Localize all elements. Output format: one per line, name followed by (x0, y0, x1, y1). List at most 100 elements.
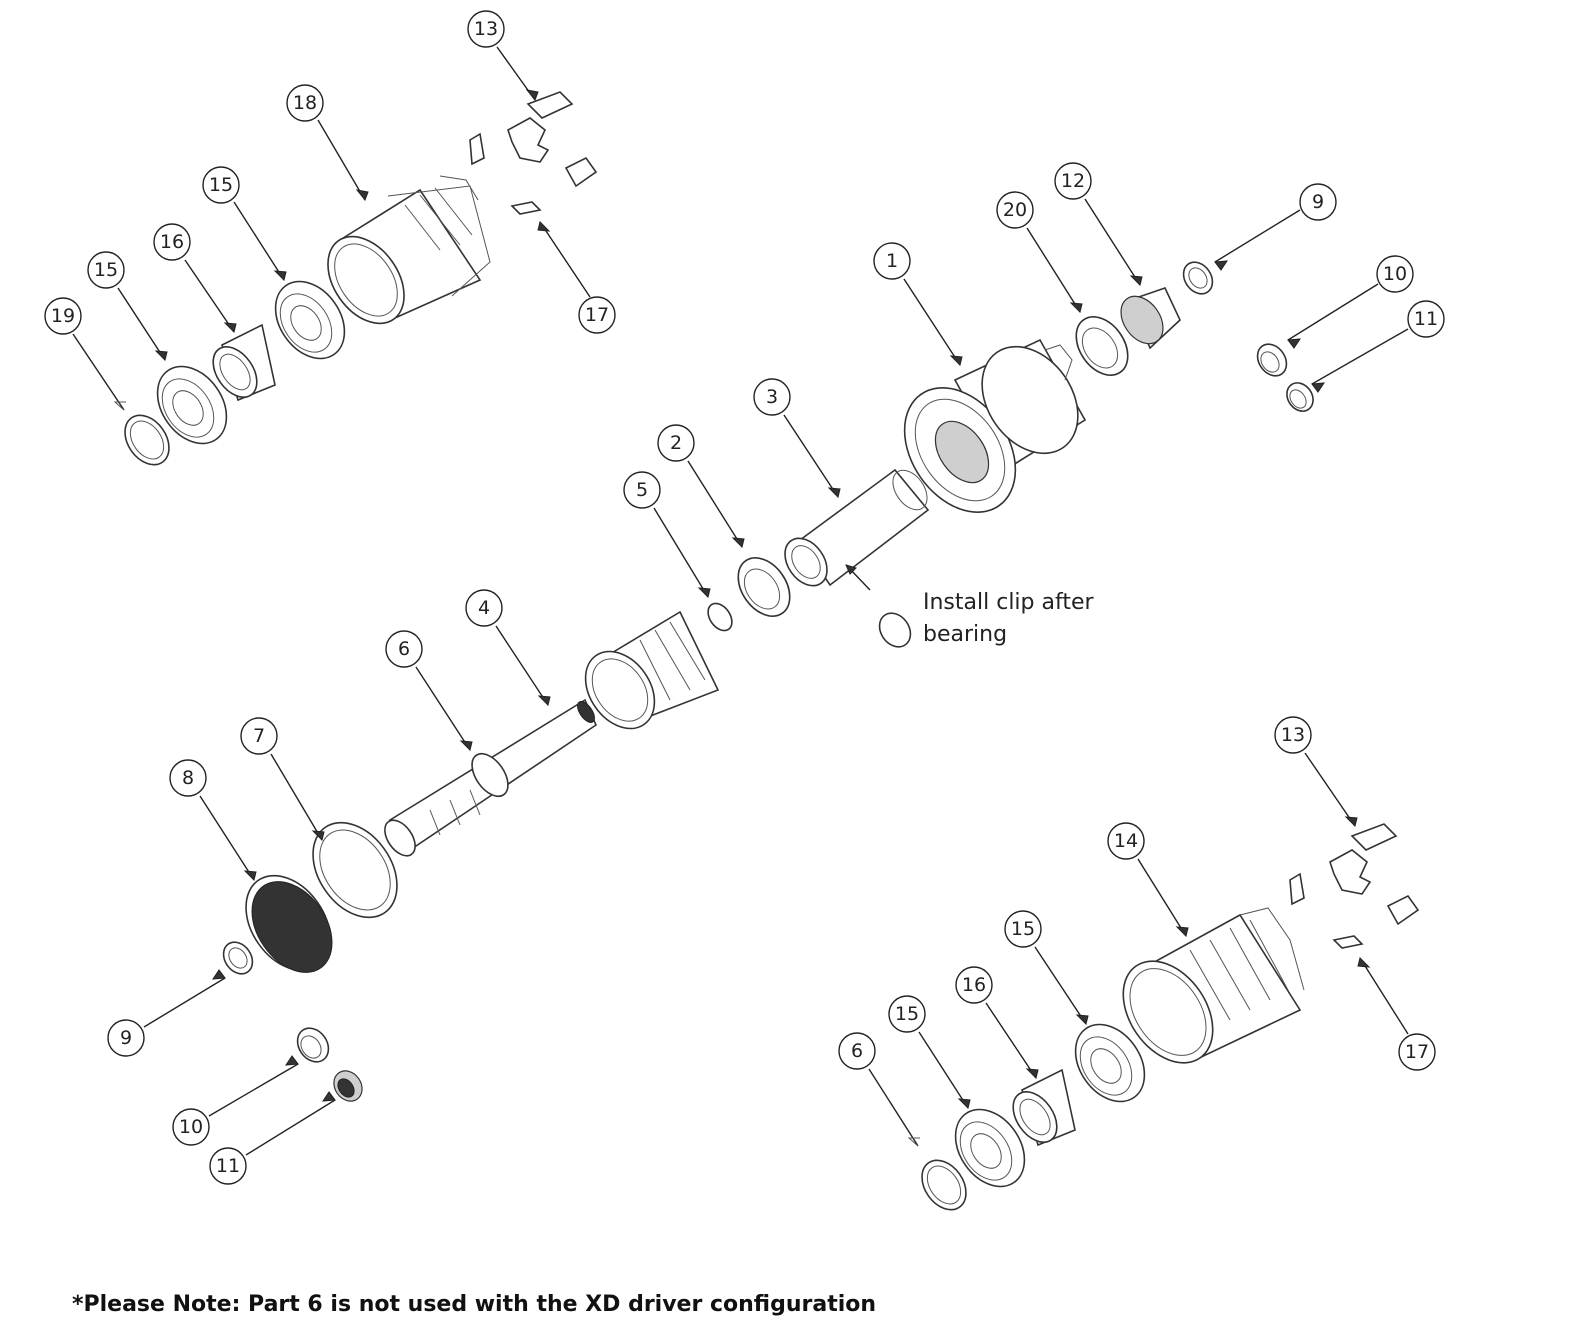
callout-circle (465, 589, 503, 627)
callout-20: 20 (996, 191, 1034, 229)
part-15-bearing (156, 365, 228, 445)
callout-number: 7 (253, 725, 265, 747)
callout-6: 6 (385, 630, 423, 668)
callout-number: 10 (179, 1116, 203, 1138)
callout-number: 9 (1312, 191, 1324, 213)
part-16-spacer (212, 323, 276, 402)
callout-13: 13 (1274, 716, 1312, 754)
callout-circle (385, 630, 423, 668)
part-12-end-cap (1120, 287, 1181, 350)
part-11-adapter-right (1286, 382, 1314, 412)
part-11-adapter-left (333, 1070, 363, 1102)
callout-circle (955, 966, 993, 1004)
leader-lines (72, 46, 1409, 1156)
callout-15: 15 (1004, 910, 1042, 948)
callout-15: 15 (202, 166, 240, 204)
callout-number: 15 (895, 1003, 919, 1025)
part-1-hub-shell (903, 338, 1087, 513)
part-5-ring (707, 602, 733, 632)
callout-8: 8 (169, 759, 207, 797)
callout-circle (240, 717, 278, 755)
callout-number: 17 (1405, 1041, 1429, 1063)
callout-circle (202, 166, 240, 204)
callout-circle (996, 191, 1034, 229)
callout-9: 9 (107, 1019, 145, 1057)
callout-circle (888, 995, 926, 1033)
callout-circle (1107, 822, 1145, 860)
callout-number: 16 (962, 974, 986, 996)
part-6-washer (471, 752, 509, 798)
callout-number: 8 (182, 767, 194, 789)
install-clip-note-line2: bearing (923, 622, 1007, 647)
callout-11: 11 (209, 1147, 247, 1185)
callout-16: 16 (955, 966, 993, 1004)
part-20-bearing (1075, 316, 1129, 376)
callout-circle (1274, 716, 1312, 754)
part-19-seal (124, 414, 170, 466)
xd-driver-assembly (124, 91, 598, 466)
callout-number: 19 (51, 305, 75, 327)
callout-number: 6 (398, 638, 410, 660)
callout-number: 5 (636, 479, 648, 501)
callout-number: 1 (886, 250, 898, 272)
part-9-cap-right (1182, 261, 1214, 295)
install-clip-note-line1: Install clip after (923, 590, 1094, 615)
part-15-bearing-bottom (954, 1108, 1026, 1188)
callout-circle (153, 223, 191, 261)
callout-1: 1 (873, 242, 911, 280)
callout-3: 3 (753, 378, 791, 416)
callout-number: 15 (94, 259, 118, 281)
part-7-seal (312, 821, 398, 919)
part-6-seal-bottom (921, 1159, 967, 1211)
callout-number: 2 (670, 432, 682, 454)
callout-circle (44, 297, 82, 335)
callout-circle (209, 1147, 247, 1185)
part-15-bearing-2 (274, 280, 346, 360)
callout-number: 3 (766, 386, 778, 408)
callout-circle (1376, 255, 1414, 293)
callout-number: 18 (293, 92, 317, 114)
callout-circle (1398, 1033, 1436, 1071)
callout-number: 13 (474, 18, 498, 40)
callout-17: 17 (578, 296, 616, 334)
callout-15: 15 (888, 995, 926, 1033)
callout-circle (87, 251, 125, 289)
callout-10: 10 (1376, 255, 1414, 293)
part-17-spring-bottom (1332, 935, 1364, 949)
callout-number: 15 (209, 174, 233, 196)
callout-circle (578, 296, 616, 334)
part-17-spring (510, 201, 542, 215)
callout-19: 19 (44, 297, 82, 335)
part-13-pawls-bottom (1289, 823, 1420, 926)
callout-number: 20 (1003, 199, 1027, 221)
callout-number: 15 (1011, 918, 1035, 940)
callout-circle (172, 1108, 210, 1146)
callout-number: 11 (216, 1155, 240, 1177)
freehub-body-center (584, 610, 720, 730)
part-10-adapter-left (296, 1027, 330, 1063)
callout-number: 13 (1281, 724, 1305, 746)
callout-2: 2 (657, 424, 695, 462)
callout-15: 15 (87, 251, 125, 289)
callout-9: 9 (1299, 183, 1337, 221)
callout-circle (753, 378, 791, 416)
callout-number: 11 (1414, 308, 1438, 330)
callout-circle (107, 1019, 145, 1057)
part-16-spacer-bottom (1012, 1068, 1076, 1147)
callout-circle (1004, 910, 1042, 948)
callout-number: 16 (160, 231, 184, 253)
callout-circle (169, 759, 207, 797)
callout-11: 11 (1407, 300, 1445, 338)
callout-circle (1054, 162, 1092, 200)
part-13-pawls (469, 91, 598, 188)
part-8-ring (245, 874, 333, 973)
part-10-adapter-right (1256, 343, 1288, 377)
callout-18: 18 (286, 84, 324, 122)
part-15-bearing-bottom-2 (1074, 1023, 1146, 1103)
callout-circle (623, 471, 661, 509)
callout-13: 13 (467, 10, 505, 48)
part-2-bearing (737, 557, 791, 617)
callout-circle (286, 84, 324, 122)
